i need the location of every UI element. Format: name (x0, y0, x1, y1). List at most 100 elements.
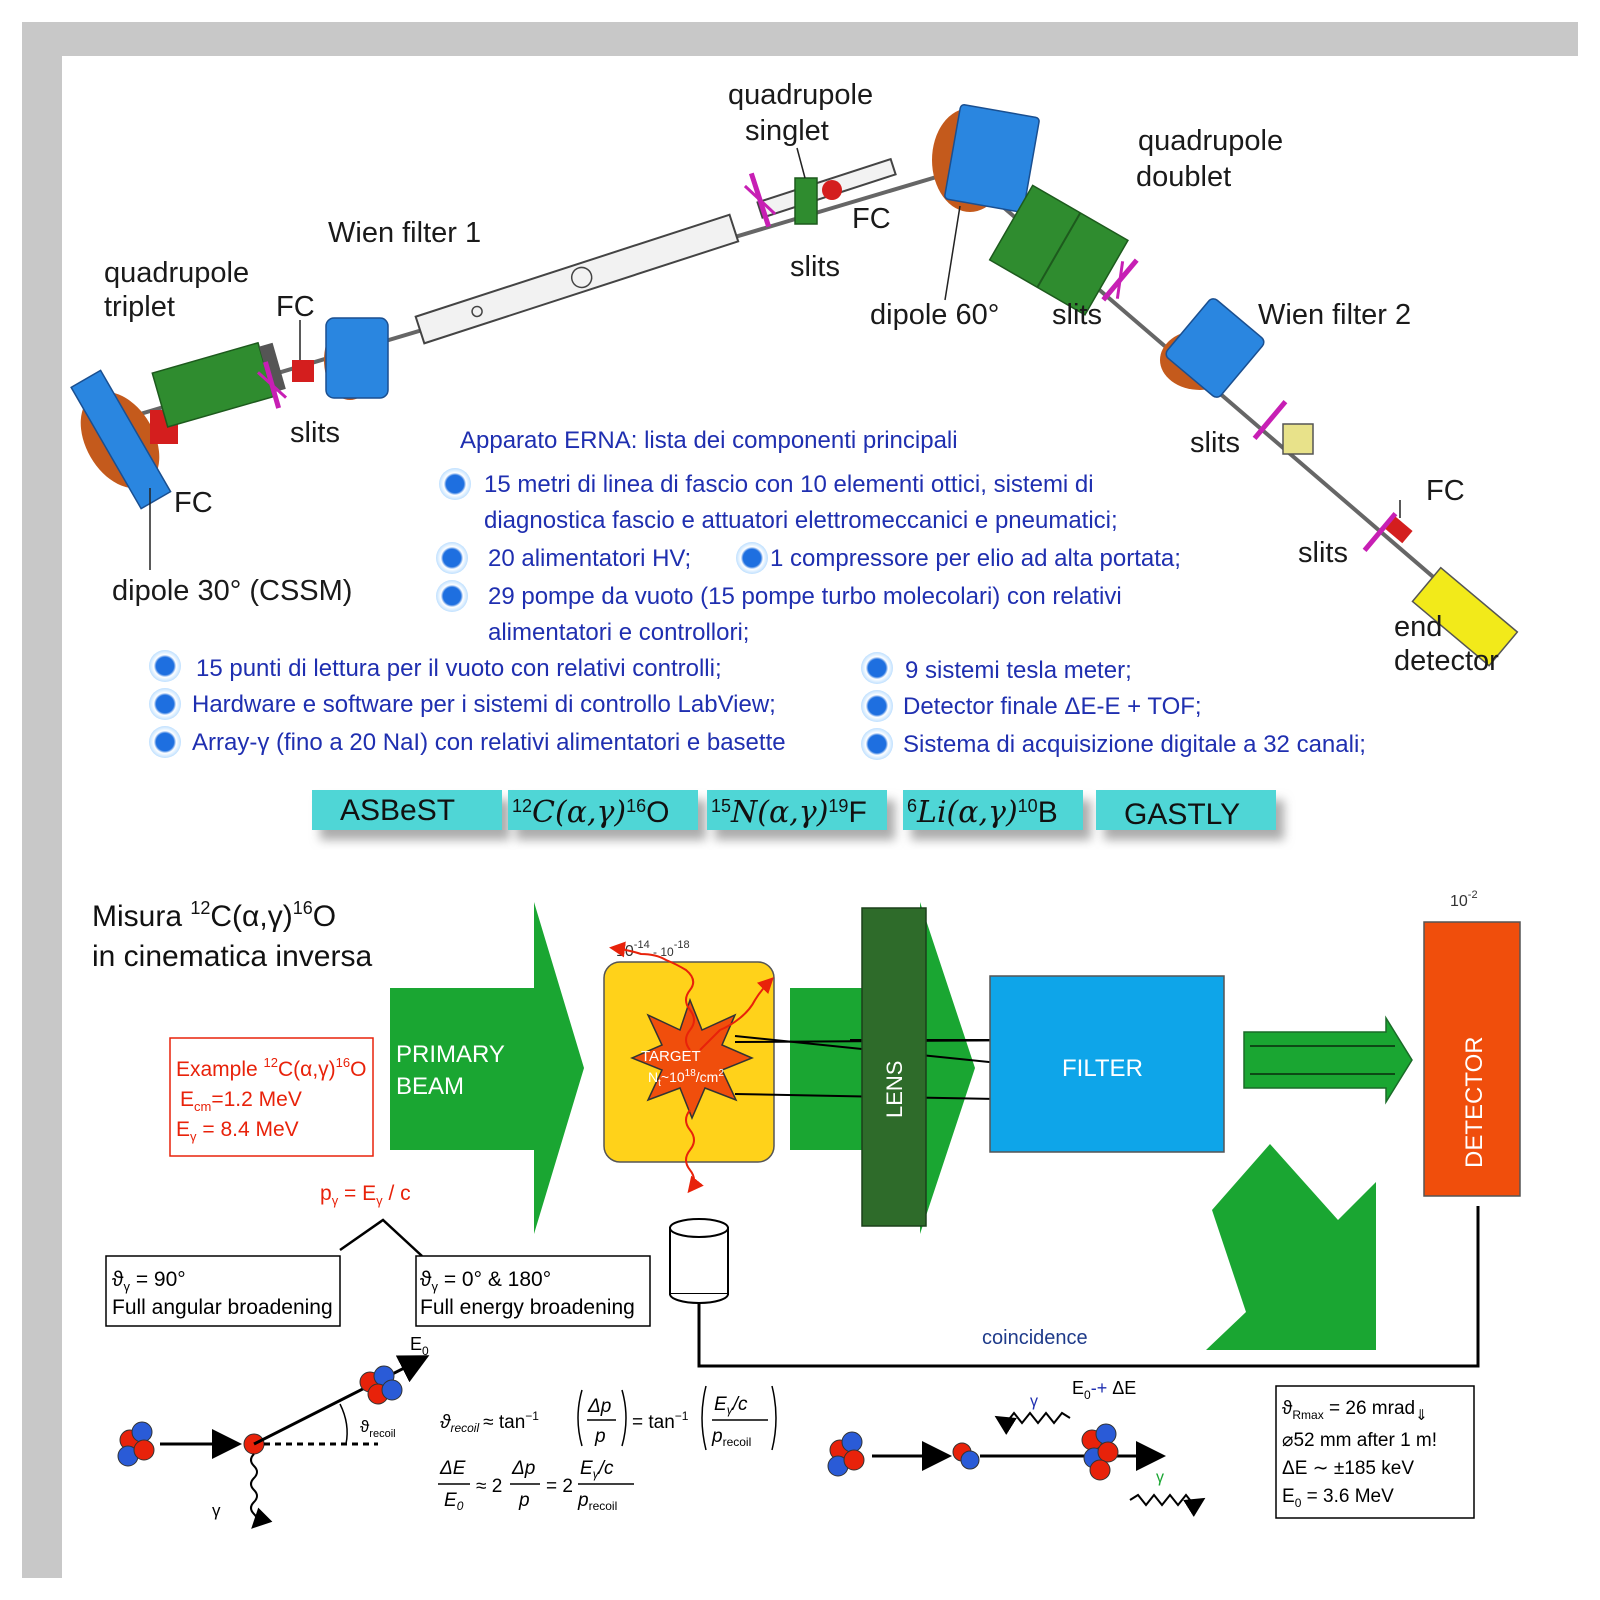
gamma-wave (1129, 1493, 1206, 1517)
tag-6li: 6Li(α,γ)10B (907, 795, 1058, 830)
recoil-arrow (1206, 1144, 1376, 1350)
inverse-kinematics-scheme: Misura 12C(α,γ)16O in cinematica inversa… (92, 889, 1521, 1529)
bullet-icon (861, 652, 893, 684)
label-fc: FC (276, 291, 315, 323)
energy-broadening-box (415, 1255, 651, 1327)
drift-tube (414, 213, 740, 345)
detector-box (1423, 921, 1521, 1197)
label-quad-triplet-2: triplet (104, 291, 175, 323)
coincidence-label: coincidence (982, 1327, 1088, 1349)
label-fc: FC (174, 487, 213, 519)
box2-line2: Full energy broadening (420, 1296, 635, 1319)
e0-label: E0 (410, 1334, 429, 1358)
erna-item: Array-γ (fino a 20 NaI) con relativi ali… (192, 729, 786, 756)
label-fc: FC (1426, 475, 1465, 507)
tag-box (508, 790, 698, 830)
tag-box (1096, 790, 1276, 830)
label-dipole-30: dipole 30° (CSSM) (112, 575, 352, 607)
svg-text:ϑrecoil≈ tan−1: ϑrecoil≈ tan−1 (440, 1409, 539, 1435)
erna-item: 15 metri di linea di fascio con 10 eleme… (484, 471, 1094, 498)
erna-item: Hardware e software per i sistemi di con… (192, 691, 776, 718)
svg-text:precoil: precoil (577, 1490, 617, 1513)
tag-15n: 15N(α,γ)19F (711, 795, 867, 830)
bullet-icon (861, 690, 893, 722)
svg-text:≈ 2: ≈ 2 (476, 1476, 502, 1497)
wien-filter-2 (1160, 298, 1265, 398)
svg-text:Eγ/c: Eγ/c (580, 1458, 614, 1481)
example-egamma: Eγ = 8.4 MeV (176, 1118, 299, 1144)
target-density: Nt~1018/cm2 (648, 1068, 724, 1089)
result-e0: E0 = 3.6 MeV (1282, 1486, 1394, 1510)
bullet-icon (439, 468, 471, 500)
erna-item: 1 compressore per elio ad alta portata; (770, 545, 1181, 572)
gamma-back-label: γ (1030, 1393, 1038, 1410)
svg-text:Δp: Δp (587, 1396, 611, 1417)
label-quad-singlet-1: quadrupole (728, 79, 873, 111)
svg-text:= 2: = 2 (546, 1476, 573, 1497)
scheme-title: Misura 12C(α,γ)16O (92, 898, 336, 933)
detector-label: DETECTOR (1461, 1036, 1488, 1168)
label-wien-1: Wien filter 1 (328, 217, 481, 249)
label-end-2: detector (1394, 645, 1499, 677)
bullet-icon (436, 580, 468, 612)
recoil-formula: ϑrecoil≈ tan−1 Δp p = tan−1 Eγ/c precoil… (438, 1385, 777, 1513)
erna-item: alimentatori e controllori; (488, 619, 749, 646)
box1-line2: Full angular broadening (112, 1296, 333, 1319)
erna-item: 29 pompe da vuoto (15 pompe turbo moleco… (488, 583, 1122, 610)
label-dipole-60: dipole 60° (870, 299, 999, 331)
theta-recoil-label: ϑrecoil (360, 1417, 396, 1440)
gamma-label: γ (212, 1501, 221, 1520)
dipole-60-magnet (932, 104, 1040, 213)
faraday-cup (1385, 516, 1413, 544)
box2-line1: ϑγ = 0° & 180° (420, 1268, 551, 1294)
bullet-icon (149, 650, 181, 682)
end-detector (1411, 566, 1519, 667)
target-nucleus-icon (952, 1442, 980, 1470)
e0-delta-label: E0-+ ΔE (1072, 1378, 1136, 1402)
example-box (169, 1037, 374, 1157)
svg-text:E0: E0 (444, 1490, 464, 1513)
tag-box (312, 790, 502, 830)
bullet-icon (736, 542, 768, 574)
svg-text:Eγ/c: Eγ/c (714, 1394, 748, 1417)
result-diameter: ⌀52 mm after 1 m! (1282, 1430, 1437, 1451)
gamma-wave (994, 1411, 1071, 1435)
faraday-cup (822, 180, 842, 200)
box1-line1: ϑγ = 90° (112, 1268, 186, 1294)
wien-filter-1 (324, 317, 389, 400)
doublet-slits (1101, 258, 1139, 302)
label-slits: slits (1298, 537, 1348, 569)
gamma-detector-icon (669, 1218, 729, 1304)
erna-item: Sistema di acquisizione digitale a 32 ca… (903, 731, 1366, 758)
bullet-icon (149, 726, 181, 758)
primary-beam-arrow (390, 902, 584, 1234)
label-slits: slits (790, 251, 840, 283)
beam-nucleus-icon (827, 1431, 865, 1477)
svg-text:ΔE: ΔE (439, 1458, 466, 1479)
angular-broadening-box (105, 1255, 341, 1327)
label-quad-doublet-2: doublet (1136, 161, 1231, 193)
wien2-slits (1252, 400, 1288, 440)
tag-box (903, 790, 1083, 830)
result-theta: ϑRmax = 26 mrad⇓ (1282, 1398, 1428, 1424)
gamma-wave (250, 1453, 273, 1529)
tag-gastly: GASTLY (1124, 798, 1240, 831)
label-fc: FC (852, 203, 891, 235)
label-slits: slits (1190, 427, 1240, 459)
primary-beam-label: BEAM (396, 1073, 464, 1100)
example-reaction: Example 12C(α,γ)16O (176, 1055, 366, 1081)
svg-text:p: p (594, 1426, 606, 1447)
tag-asbest: ASBeST (340, 794, 455, 827)
recoil-nucleus-icon (1081, 1423, 1119, 1481)
photon-momentum: pγ = Eγ / c (320, 1182, 411, 1208)
erna-title: Apparato ERNA: lista dei componenti prin… (460, 427, 958, 454)
quadrupole-doublet (988, 184, 1129, 316)
erna-item: diagnostica fascio e attuatori elettrome… (484, 507, 1118, 534)
dipole-30-magnet (70, 369, 172, 510)
erna-component-list: Apparato ERNA: lista dei componenti prin… (149, 427, 1366, 760)
end-slits (1362, 512, 1398, 552)
svg-text:p: p (518, 1490, 530, 1511)
filter-label: FILTER (1062, 1055, 1143, 1082)
label-wien-2: Wien filter 2 (1258, 299, 1411, 331)
